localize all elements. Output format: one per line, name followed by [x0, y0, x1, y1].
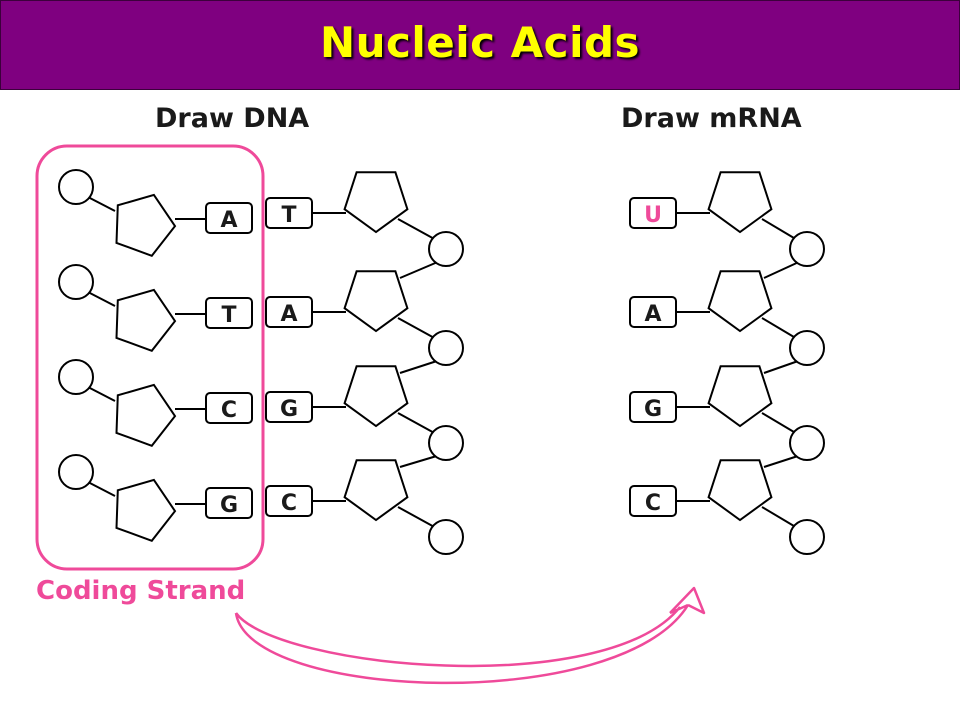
mrna-base-letter: U	[644, 203, 662, 228]
phosphate-bond	[397, 317, 439, 341]
phosphate-bond	[85, 290, 116, 307]
sugar-pentagon	[343, 365, 409, 428]
backbone-bond	[763, 260, 802, 279]
template-nucleotide: G	[265, 365, 464, 468]
phosphate-circle	[789, 425, 825, 461]
mrna-strand-group: U A G C	[629, 171, 825, 555]
coding-base-letter: G	[220, 493, 238, 518]
mrna-base-letter: A	[644, 302, 661, 327]
phosphate-circle	[428, 330, 464, 366]
mrna-heading: Draw mRNA	[621, 103, 802, 134]
sugar-pentagon	[115, 478, 177, 542]
coding-base-letter: A	[220, 208, 237, 233]
title-bar: Nucleic Acids	[0, 0, 960, 90]
sugar-pentagon	[343, 171, 409, 234]
phosphate-circle	[58, 169, 94, 205]
template-base-letter: G	[280, 397, 298, 422]
template-base-letter: C	[281, 491, 297, 516]
phosphate-bond	[761, 412, 800, 436]
coding-strand-label: Coding Strand	[36, 576, 246, 606]
coding-nucleotide: C	[58, 359, 253, 447]
mrna-nucleotide: A	[629, 270, 825, 374]
coding-base-letter: C	[221, 398, 237, 423]
sugar-pentagon	[707, 459, 773, 522]
phosphate-bond	[761, 506, 800, 530]
coding-base-box	[205, 487, 253, 519]
phosphate-circle	[789, 231, 825, 267]
mrna-nucleotide: C	[629, 459, 825, 555]
transcription-arrow	[234, 586, 706, 685]
backbone-bond	[399, 260, 441, 279]
coding-nucleotide: G	[58, 454, 253, 542]
coding-base-box	[205, 297, 253, 329]
sugar-pentagon	[707, 365, 773, 428]
template-base-letter: A	[280, 302, 297, 327]
backbone-bond	[763, 359, 802, 374]
mrna-base-box	[629, 391, 677, 423]
phosphate-bond	[85, 385, 116, 402]
page-title: Nucleic Acids	[319, 17, 641, 67]
sugar-pentagon	[115, 288, 177, 352]
template-base-letter: T	[281, 203, 296, 228]
phosphate-circle	[58, 454, 94, 490]
mrna-base-letter: C	[645, 491, 661, 516]
phosphate-circle	[789, 519, 825, 555]
sugar-pentagon	[343, 270, 409, 333]
phosphate-bond	[85, 480, 116, 497]
phosphate-circle	[789, 330, 825, 366]
phosphate-circle	[428, 231, 464, 267]
phosphate-bond	[761, 218, 800, 242]
mrna-nucleotide: U	[629, 171, 825, 279]
coding-nucleotide: T	[58, 264, 253, 352]
template-base-box	[265, 485, 313, 517]
mrna-base-box	[629, 296, 677, 328]
coding-base-box	[205, 202, 253, 234]
mrna-base-box	[629, 197, 677, 229]
phosphate-bond	[761, 317, 800, 341]
phosphate-bond	[85, 195, 116, 212]
coding-base-letter: T	[221, 303, 236, 328]
sugar-pentagon	[115, 383, 177, 447]
coding-base-box	[205, 392, 253, 424]
phosphate-circle	[428, 425, 464, 461]
template-strand-group: T A G C	[265, 171, 464, 555]
sugar-pentagon	[707, 171, 773, 234]
backbone-bond	[399, 454, 441, 468]
mrna-base-letter: G	[644, 397, 662, 422]
coding-strand-group: A T C G	[58, 169, 253, 542]
template-nucleotide: A	[265, 270, 464, 374]
backbone-bond	[763, 454, 802, 468]
phosphate-circle	[428, 519, 464, 555]
template-nucleotide: T	[265, 171, 464, 279]
template-base-box	[265, 197, 313, 229]
phosphate-bond	[397, 218, 439, 242]
template-nucleotide: C	[265, 459, 464, 555]
sugar-pentagon	[115, 193, 177, 257]
backbone-bond	[399, 359, 441, 374]
coding-strand-outline	[35, 144, 265, 571]
coding-nucleotide: A	[58, 169, 253, 257]
phosphate-circle	[58, 264, 94, 300]
template-base-box	[265, 296, 313, 328]
mrna-base-box	[629, 485, 677, 517]
phosphate-bond	[397, 506, 439, 530]
sugar-pentagon	[343, 459, 409, 522]
phosphate-bond	[397, 412, 439, 436]
dna-heading: Draw DNA	[155, 103, 310, 134]
mrna-nucleotide: G	[629, 365, 825, 468]
template-base-box	[265, 391, 313, 423]
sugar-pentagon	[707, 270, 773, 333]
phosphate-circle	[58, 359, 94, 395]
